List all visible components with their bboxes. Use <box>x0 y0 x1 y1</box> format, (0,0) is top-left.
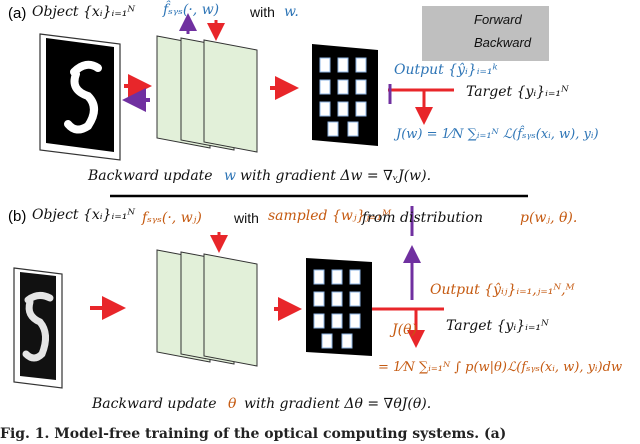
sampled-label-b: sampled {wⱼ}ⱼ₌₁ᴹ <box>268 208 392 224</box>
loss-formula-b: = 1⁄N ∑ᵢ₌₁ᴺ ∫ p(w|θ)ℒ(fₛᵧₛ(xᵢ, w), yᵢ)dw <box>378 360 623 375</box>
target-label-a: Target {yᵢ}ᵢ₌₁ᴺ <box>466 84 569 100</box>
fsys-label-b: fₛᵧₛ(·, wⱼ) <box>142 210 202 226</box>
input-digit-image-b <box>13 267 63 389</box>
output-label-a: Output {ŷᵢ}ᵢ₌₁ᵏ <box>394 62 498 78</box>
update-prefix-b: Backward update <box>92 396 217 412</box>
update-suffix-b: with gradient Δθ = ∇θJ(θ). <box>244 396 432 412</box>
panel-label-b: (b) <box>8 208 27 225</box>
detector-output-b <box>306 258 372 356</box>
figure-caption: Fig. 1. Model-free training of the optic… <box>0 426 507 442</box>
legend-backward-label: Backward <box>474 35 532 50</box>
update-prefix-a: Backward update <box>88 168 213 184</box>
with-label-a: with <box>250 4 275 20</box>
optical-layers-a <box>156 35 258 153</box>
panel-label-a: (a) <box>8 5 27 22</box>
update-suffix-a: with gradient Δw = ∇ᵥJ(w). <box>240 168 432 184</box>
optical-layers-b <box>156 249 258 367</box>
from-distribution-label-b: from distribution <box>362 210 483 226</box>
update-var-a: w <box>224 168 236 184</box>
dist-label-b: p(wⱼ, θ). <box>520 210 578 226</box>
j-theta-label-b: J(θ) <box>392 322 417 338</box>
legend-forward-label: Forward <box>474 12 522 27</box>
loss-formula-a: J(w) = 1⁄N ∑ᵢ₌₁ᴺ ℒ(f̂ₛᵧₛ(xᵢ, w), yᵢ) <box>396 127 599 142</box>
w-label-a: w. <box>284 4 299 20</box>
with-label-b: with <box>234 210 259 226</box>
update-var-b: θ <box>228 396 237 412</box>
fsys-label-a: f̂ₛᵧₛ(·, w) <box>163 2 220 18</box>
object-label-a: Object {xᵢ}ᵢ₌₁ᴺ <box>32 4 136 20</box>
output-label-b: Output {ŷᵢⱼ}ᵢ₌₁,ⱼ₌₁ᴺ,ᴹ <box>430 282 575 298</box>
detector-output-a <box>312 44 378 146</box>
legend <box>422 6 549 61</box>
object-label-b: Object {xᵢ}ᵢ₌₁ᴺ <box>32 207 136 223</box>
target-label-b: Target {yᵢ}ᵢ₌₁ᴺ <box>446 318 549 334</box>
input-digit-image-a <box>39 33 121 161</box>
